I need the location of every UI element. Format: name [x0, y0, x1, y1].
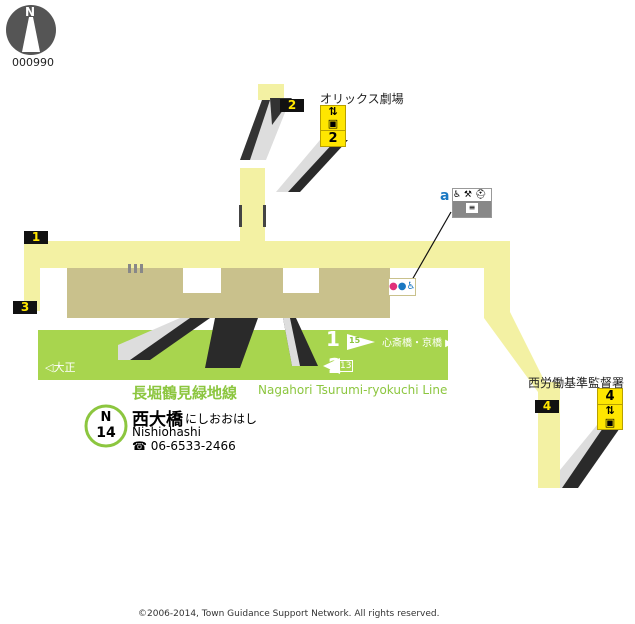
track2-direction: ◁大正	[45, 361, 76, 374]
line-code: N	[100, 410, 112, 425]
station-phone: ☎ 06-6533-2466	[132, 439, 236, 453]
copyright: ©2006-2014, Town Guidance Support Networ…	[138, 609, 440, 619]
station-name-en: Nishiohashi	[132, 425, 201, 439]
compass-icon	[6, 5, 56, 55]
track1-direction-flag	[347, 334, 375, 350]
compass-north-label: N	[25, 5, 36, 19]
track2-next-station-number: 13	[338, 360, 354, 372]
elevator-icon: ⇅▣	[604, 404, 616, 429]
exit-1[interactable]: 1	[24, 231, 48, 244]
track1-direction: 心斎橋・京橋 ▶	[382, 338, 453, 349]
station-name-ja: 西大橋	[132, 410, 183, 430]
line-name-en: Nagahori Tsurumi-ryokuchi Line	[258, 383, 448, 397]
landmark-orix: オリックス劇場	[320, 92, 404, 106]
platform-area	[67, 205, 390, 318]
station-number: 14	[96, 425, 116, 441]
track-1-number: 1	[326, 327, 340, 351]
elevator-exit-2[interactable]: ⇅▣ 2	[320, 105, 346, 147]
platform-stairs	[118, 318, 318, 368]
exit-4[interactable]: 4	[535, 400, 559, 413]
station-name-kana: にしおおはし	[185, 412, 258, 426]
exit-2[interactable]: 2	[280, 99, 304, 112]
track2-direction-flag	[323, 358, 340, 374]
elevator-icon: ⇅▣	[321, 106, 345, 131]
station-number-badge	[84, 404, 128, 448]
elevator-exit-number: 4	[598, 389, 622, 405]
stairs	[240, 98, 622, 488]
track1-next-station-number: 15	[349, 336, 361, 345]
elevator-exit-4[interactable]: 4 ⇅▣	[597, 388, 623, 430]
landmark-rodo: 西労働基準監督署	[528, 376, 625, 390]
leader-line	[411, 211, 452, 281]
concourse	[24, 84, 560, 488]
exit-3[interactable]: 3	[13, 301, 37, 314]
elevator-exit-number: 2	[328, 131, 338, 146]
map-code: 000990	[12, 56, 54, 69]
accessible-facilities-icons: ♿ ⚒ ⛑ ≡	[452, 188, 492, 218]
facility-marker: a	[440, 188, 450, 204]
line-name-ja: 長堀鶴見緑地線	[132, 384, 238, 402]
restroom-icon: ●●♿	[388, 278, 416, 296]
